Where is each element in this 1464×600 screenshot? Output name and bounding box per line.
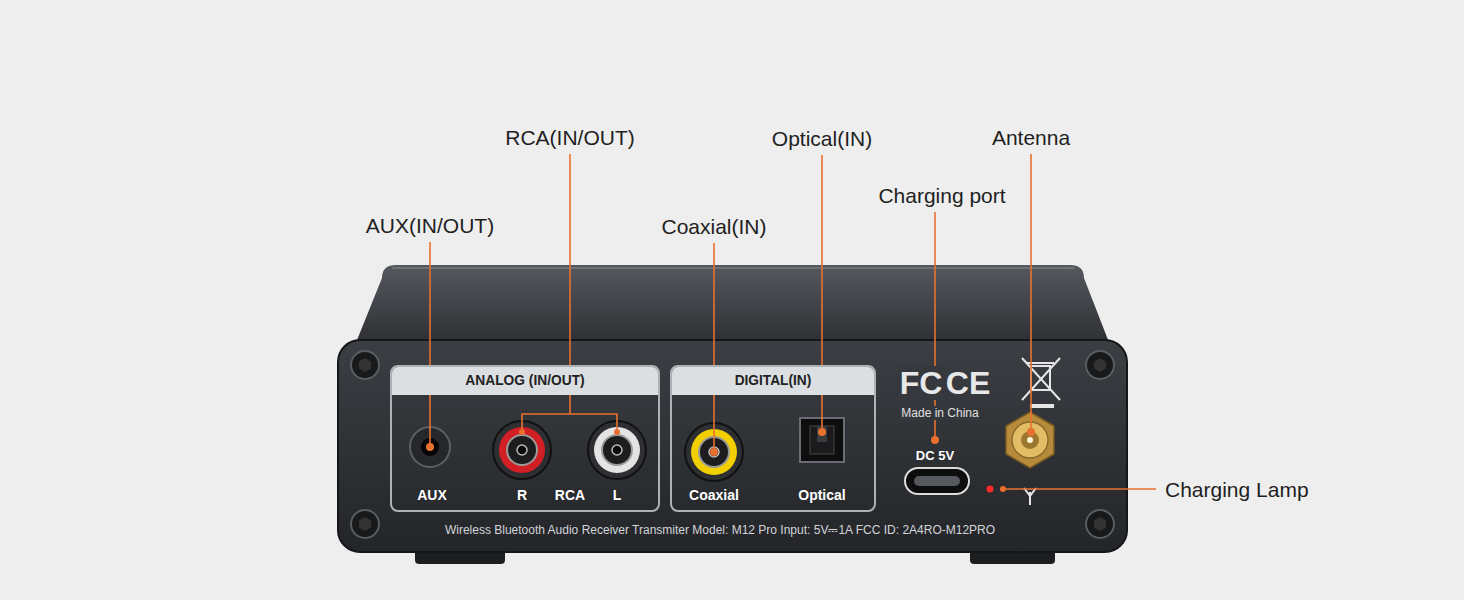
leader-dot	[931, 436, 939, 444]
leader-dot	[1000, 486, 1006, 492]
rca-white-ring	[594, 427, 640, 473]
screw	[1086, 351, 1114, 379]
optical-window	[817, 426, 827, 442]
antenna-symbol	[1024, 488, 1036, 505]
housing-top	[355, 265, 1110, 345]
leader-line	[713, 243, 715, 452]
callout-label: RCA(IN/OUT)	[505, 127, 635, 148]
model-line: Wireless Bluetooth Audio Receiver Transm…	[445, 524, 995, 536]
port-label: L	[613, 488, 622, 502]
usb-c-port	[905, 468, 969, 494]
leader-line	[429, 242, 431, 447]
bin-cross	[1022, 358, 1060, 400]
charging-led	[987, 486, 994, 493]
callout-label: Coaxial(IN)	[661, 216, 766, 237]
leader-dot	[710, 448, 718, 456]
leader-bracket	[522, 414, 617, 432]
rca-jack	[493, 421, 551, 479]
leader-line	[1030, 154, 1032, 432]
leader-dot	[426, 443, 434, 451]
port-label: DC 5V	[916, 449, 954, 462]
port-label: R	[517, 488, 527, 502]
origin-label: Made in China	[899, 406, 980, 420]
port-label: AUX	[417, 488, 447, 502]
antenna-pin	[1027, 437, 1033, 443]
leader-line	[1003, 488, 1156, 490]
analog-group: ANALOG (IN/OUT) AUX R RCA L	[390, 365, 660, 512]
screw	[351, 510, 379, 538]
front-panel	[338, 340, 1127, 552]
leader-dot	[818, 428, 826, 436]
screws	[351, 351, 1114, 538]
screw-head	[359, 358, 371, 372]
callout-label: AUX(IN/OUT)	[366, 215, 494, 236]
weee-symbol	[1022, 358, 1060, 400]
port-label: RCA	[555, 488, 585, 502]
leader-dots	[426, 428, 1035, 492]
ce-logo: CE	[946, 367, 990, 399]
fcc-logo: FC	[898, 366, 945, 400]
rca-jack	[588, 421, 646, 479]
rca-pin	[612, 445, 622, 455]
port-label: Optical	[798, 488, 845, 502]
screw-head	[1094, 358, 1106, 372]
coaxial-pin	[709, 447, 719, 457]
screw	[1086, 510, 1114, 538]
bin-bar	[1030, 404, 1054, 408]
group-heading: DIGITAL(IN)	[672, 367, 874, 395]
callout-label: Charging Lamp	[1165, 479, 1309, 500]
screw	[351, 351, 379, 379]
leader-lines	[430, 154, 1156, 489]
usb-c-tongue	[914, 476, 960, 486]
antenna-connector	[1012, 422, 1048, 458]
device-panel: ANALOG (IN/OUT) AUX R RCA L DIGITAL(IN) Coaxia…	[338, 340, 1127, 552]
port-label: Coaxial	[689, 488, 739, 502]
callout-label: Antenna	[992, 127, 1070, 148]
rca-red-ring	[499, 427, 545, 473]
antenna-nut	[1006, 412, 1054, 468]
rca-socket	[602, 435, 632, 465]
leader-dot	[614, 429, 620, 435]
housing-edge	[392, 267, 1074, 269]
optical-shutter	[810, 426, 834, 454]
callout-label: Charging port	[878, 185, 1005, 206]
screw-head	[359, 517, 371, 531]
callout-label: Optical(IN)	[772, 128, 872, 149]
group-heading: ANALOG (IN/OUT)	[392, 367, 658, 395]
leader-dot	[519, 429, 525, 435]
digital-group: DIGITAL(IN) Coaxial Optical	[670, 365, 876, 512]
screw-head	[1094, 517, 1106, 531]
rca-socket	[507, 435, 537, 465]
leader-dot	[1027, 428, 1035, 436]
bin-cross	[1022, 358, 1060, 400]
rca-pin	[517, 445, 527, 455]
